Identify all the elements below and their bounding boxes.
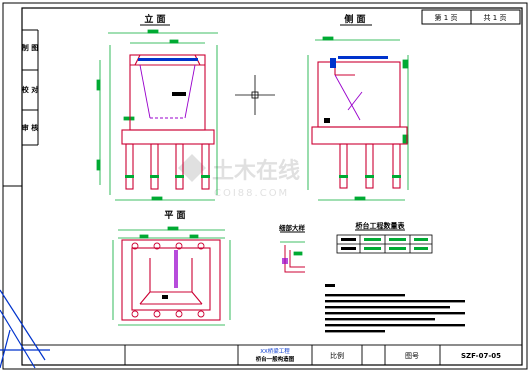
drawing-number: SZF-07-05 [461, 352, 501, 360]
scale-label: 比例 [330, 351, 344, 360]
page-total: 共 1 页 [484, 13, 507, 22]
side-elevation-view: 侧 面 [307, 13, 409, 201]
plan-view: 平 面 [112, 210, 231, 326]
watermark-logo-icon [178, 154, 206, 182]
front-view-title: 立 面 [144, 13, 165, 25]
page-header-box: 第 1 页 共 1 页 [421, 9, 521, 25]
watermark-text: 土木在线 [212, 158, 300, 184]
side-labels: 制 图 校 对 审 核 [22, 29, 39, 146]
corner-artifact-lines [0, 289, 50, 369]
quantity-table-title: 桥台工程数量表 [356, 221, 406, 230]
sheet-title: 桥台一般构造图 [256, 355, 295, 363]
title-block: XX桥梁工程 桥台一般构造图 比例 图号 SZF-07-05 [21, 344, 523, 366]
side-view-title: 侧 面 [344, 13, 365, 25]
watermark: 土木在线 COI88.COM [178, 154, 300, 199]
side-label-review: 审 核 [22, 123, 38, 132]
detail-view-title: 细部大样 [279, 223, 306, 232]
side-label-draw: 制 图 [22, 43, 38, 52]
watermark-url: COI88.COM [214, 188, 289, 199]
front-elevation-view: 立 面 [96, 13, 275, 201]
quantity-table: 桥台工程数量表 [336, 221, 433, 254]
side-label-check: 校 对 [22, 85, 38, 94]
page-number: 第 1 页 [435, 13, 458, 22]
drawing-no-label: 图号 [405, 352, 419, 360]
plan-view-title: 平 面 [164, 210, 185, 221]
side-elevation-marker [324, 118, 330, 123]
project-name: XX桥梁工程 [260, 347, 290, 355]
notes-block [325, 284, 465, 333]
detail-view: 细部大样 [279, 223, 306, 273]
